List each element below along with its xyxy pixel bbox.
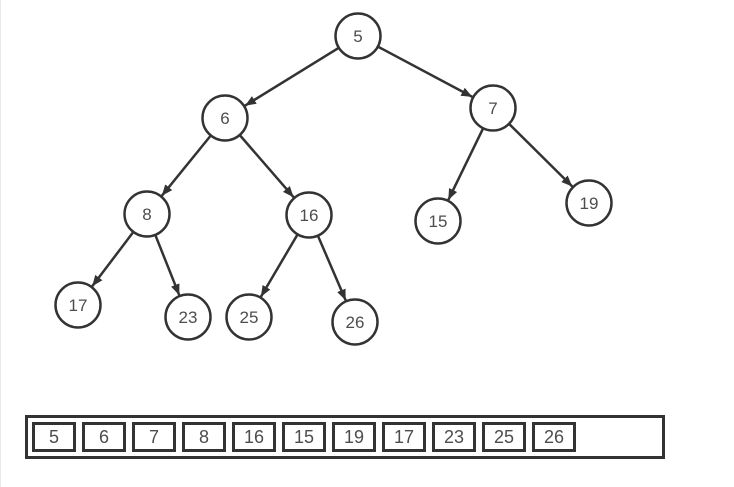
tree-edge-7-19 <box>508 122 574 188</box>
tree-node-5: 5 <box>334 12 382 60</box>
tree-node-label: 26 <box>346 313 365 332</box>
array-cell: 5 <box>32 422 76 452</box>
tree-node-label: 5 <box>353 27 362 46</box>
binary-tree-diagram: 5 6 7 8 16 15 19 17 23 25 26 <box>54 12 613 346</box>
tree-edge-5-7 <box>377 45 473 99</box>
tree-node-label: 8 <box>142 205 151 224</box>
tree-edge-6-16 <box>238 134 295 199</box>
tree-nodes: 5 6 7 8 16 15 19 17 23 25 26 <box>54 12 613 346</box>
tree-node-circle <box>123 190 171 238</box>
tree-edge-16-26 <box>316 235 347 301</box>
array-cell: 6 <box>82 422 126 452</box>
array-cell: 19 <box>332 422 376 452</box>
array-cell: 7 <box>132 422 176 452</box>
array-cell: 26 <box>532 422 576 452</box>
array-cell: 25 <box>482 422 526 452</box>
tree-node-circle <box>285 191 333 239</box>
array-cell: 16 <box>232 422 276 452</box>
tree-node-label: 17 <box>69 296 88 315</box>
tree-node-label: 19 <box>580 194 599 213</box>
tree-node-16: 16 <box>285 191 333 239</box>
tree-node-label: 25 <box>240 308 259 327</box>
tree-node-15: 15 <box>414 197 462 245</box>
tree-edge-8-23 <box>154 234 181 296</box>
tree-node-7: 7 <box>469 84 517 132</box>
tree-edges <box>91 45 574 301</box>
tree-node-6: 6 <box>201 94 249 142</box>
tree-node-circle <box>54 281 102 329</box>
tree-node-circle <box>164 293 212 341</box>
array-cell: 8 <box>182 422 226 452</box>
array-cell: 23 <box>432 422 476 452</box>
tree-node-label: 7 <box>488 99 497 118</box>
array-container: 5 6 7 8 16 15 19 17 23 25 26 <box>25 415 665 459</box>
tree-node-circle <box>201 94 249 142</box>
tree-node-circle <box>469 84 517 132</box>
tree-node-label: 16 <box>300 206 319 225</box>
tree-node-17: 17 <box>54 281 102 329</box>
array-cell: 15 <box>282 422 326 452</box>
tree-node-circle <box>334 12 382 60</box>
array-cell: 17 <box>382 422 426 452</box>
tree-edge-6-8 <box>160 134 212 197</box>
tree-node-19: 19 <box>565 179 613 227</box>
tree-node-circle <box>565 179 613 227</box>
tree-node-8: 8 <box>123 190 171 238</box>
tree-node-label: 23 <box>179 308 198 327</box>
tree-node-label: 6 <box>220 109 229 128</box>
tree-node-25: 25 <box>225 293 273 341</box>
tree-node-label: 15 <box>429 212 448 231</box>
tree-node-26: 26 <box>331 298 379 346</box>
tree-edge-5-6 <box>244 46 340 107</box>
tree-edge-16-25 <box>259 233 299 298</box>
tree-node-23: 23 <box>164 293 212 341</box>
tree-edge-8-17 <box>91 231 135 288</box>
tree-node-circle <box>414 197 462 245</box>
tree-edge-7-15 <box>447 127 485 201</box>
tree-node-circle <box>225 293 273 341</box>
tree-node-circle <box>331 298 379 346</box>
